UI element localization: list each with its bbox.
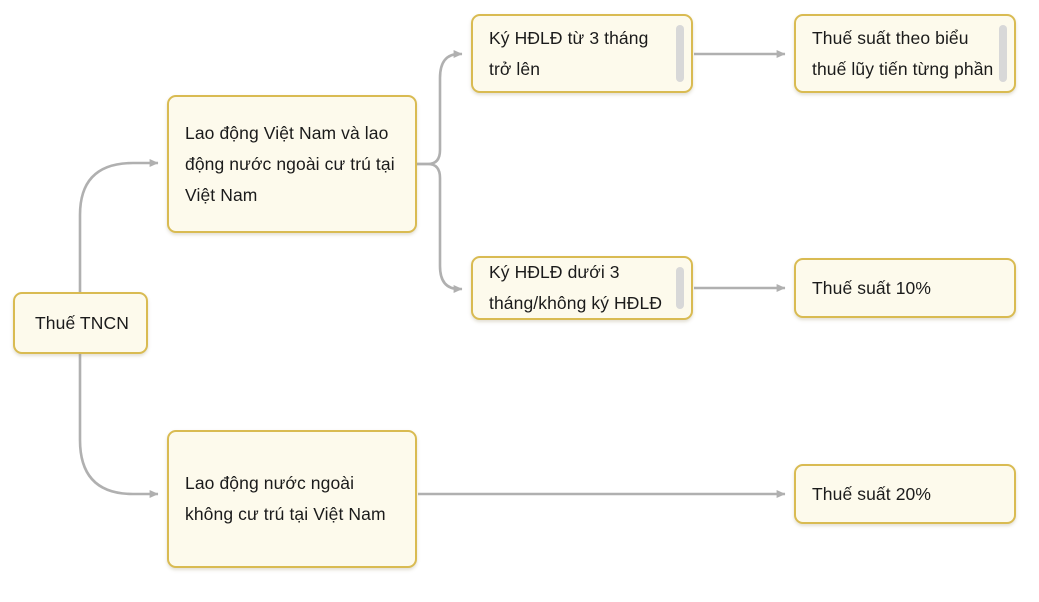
node-label: Thuế suất theo biểu thuế lũy tiến từng p…	[812, 27, 994, 79]
edge-resident-to-contract-under-3	[417, 162, 463, 293]
node-label: Lao động nước ngoài không cư trú tại Việ…	[185, 473, 386, 524]
node-thue-suat-20[interactable]: Thuế suất 20%	[794, 464, 1016, 524]
node-label: Thuế suất 20%	[812, 483, 932, 504]
edge-root-to-resident	[78, 159, 159, 292]
node-accent-bar	[676, 267, 684, 309]
node-thue-suat-luy-tien-tung-phan[interactable]: Thuế suất theo biểu thuế lũy tiến từng p…	[794, 14, 1016, 93]
node-thue-suat-10[interactable]: Thuế suất 10%	[794, 258, 1016, 318]
edge-root-to-nonresident	[78, 354, 159, 498]
node-label: Thuế TNCN	[35, 312, 129, 333]
node-label: Ký HĐLĐ từ 3 tháng trở lên	[489, 27, 649, 79]
node-lao-dong-nuoc-ngoai-khong-cu-tru[interactable]: Lao động nước ngoài không cư trú tại Việ…	[167, 430, 417, 568]
node-thue-tncn[interactable]: Thuế TNCN	[13, 292, 148, 354]
node-label: Ký HĐLĐ dưới 3 tháng/không ký HĐLĐ	[489, 262, 663, 313]
edge-resident-to-contract3	[417, 50, 463, 166]
node-accent-bar	[676, 25, 684, 82]
node-accent-bar	[999, 25, 1007, 82]
node-ky-hdld-tu-3-thang-tro-len[interactable]: Ký HĐLĐ từ 3 tháng trở lên	[471, 14, 693, 93]
node-lao-dong-viet-nam-cu-tru[interactable]: Lao động Việt Nam và lao động nước ngoài…	[167, 95, 417, 233]
node-label: Lao động Việt Nam và lao động nước ngoài…	[185, 122, 395, 205]
node-ky-hdld-duoi-3-thang[interactable]: Ký HĐLĐ dưới 3 tháng/không ký HĐLĐ	[471, 256, 693, 320]
node-label: Thuế suất 10%	[812, 277, 932, 298]
